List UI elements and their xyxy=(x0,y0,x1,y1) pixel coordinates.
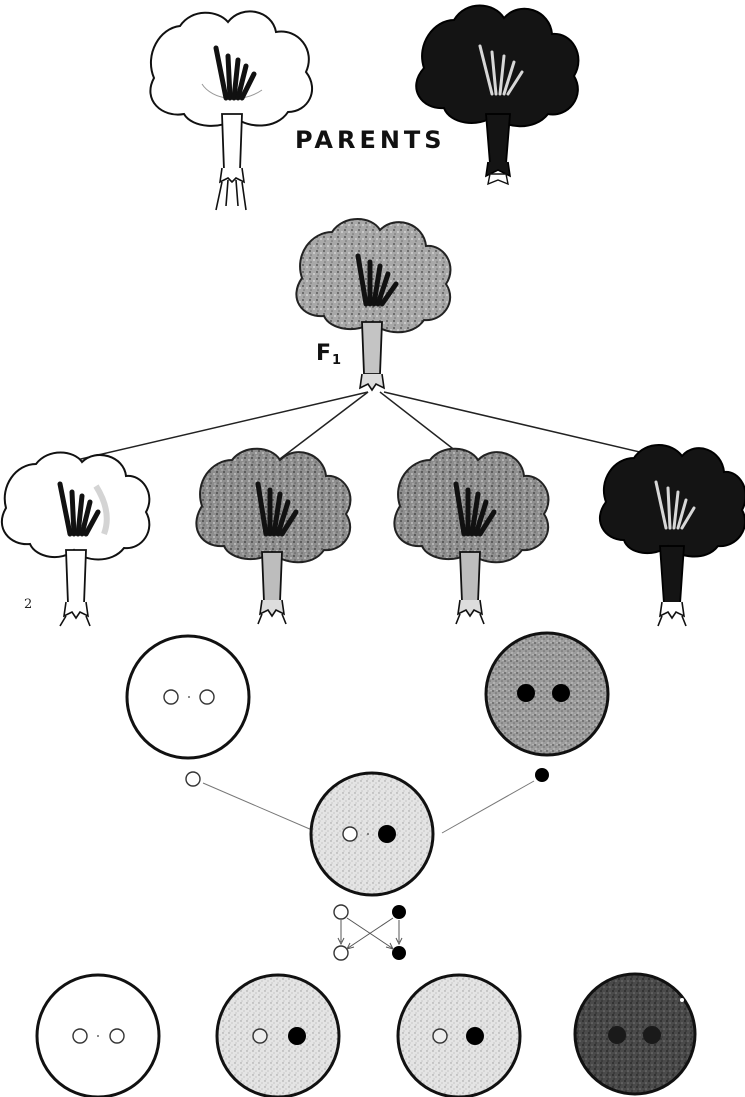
filled-circle-icon xyxy=(517,684,535,702)
filled-circle-icon xyxy=(392,946,406,960)
f1-branch-lines xyxy=(67,391,675,469)
f2-cell-white xyxy=(35,973,161,1097)
f2-pink-flower-1 xyxy=(195,447,352,625)
f2-cell-dark xyxy=(573,972,697,1096)
filled-circle-icon xyxy=(288,1027,306,1045)
f1-label: F 1 xyxy=(316,341,341,368)
stamens xyxy=(355,253,399,307)
open-circle-icon xyxy=(252,1028,268,1044)
gamete-lines xyxy=(202,780,535,834)
gamete-white xyxy=(185,771,201,787)
f2-white-flower xyxy=(0,451,151,627)
filled-circle-icon xyxy=(608,1026,626,1044)
filled-circle-icon xyxy=(643,1026,661,1044)
open-circle-icon xyxy=(109,1028,125,1044)
open-circle-icon xyxy=(333,904,349,920)
f1-flower xyxy=(295,218,452,392)
gamete-dark xyxy=(535,768,549,782)
stamens xyxy=(453,481,497,537)
gamete-cross xyxy=(333,904,406,961)
parent-white-flower xyxy=(149,10,313,211)
parent-dark-flower xyxy=(415,4,580,186)
filled-circle-icon xyxy=(392,905,406,919)
parent-cell-white xyxy=(125,634,251,760)
stamens xyxy=(255,481,299,537)
f2-dark-flower xyxy=(599,444,745,627)
f2-cell-hybrid-1 xyxy=(215,973,341,1097)
open-circle-icon xyxy=(333,945,349,961)
filled-circle-icon xyxy=(378,825,396,843)
filled-circle-icon xyxy=(552,684,570,702)
f2-pink-flower-2 xyxy=(393,447,550,625)
stamens xyxy=(213,45,257,101)
f1-cell xyxy=(309,771,435,897)
f1-label-sub: 1 xyxy=(332,353,341,368)
stamens xyxy=(57,481,101,537)
open-circle-icon xyxy=(72,1028,88,1044)
filled-circle-icon xyxy=(466,1027,484,1045)
f1-label-main: F xyxy=(316,341,331,366)
stamens xyxy=(478,44,524,96)
figure-number: 2 xyxy=(24,597,32,612)
open-circle-icon xyxy=(432,1028,448,1044)
parent-cell-dark xyxy=(484,631,610,757)
f2-cell-hybrid-2 xyxy=(396,973,522,1097)
open-circle-icon xyxy=(163,689,179,705)
open-circle-icon xyxy=(342,826,358,842)
open-circle-icon xyxy=(199,689,215,705)
parents-label: PARENTS xyxy=(295,126,446,154)
stamens xyxy=(654,480,696,530)
